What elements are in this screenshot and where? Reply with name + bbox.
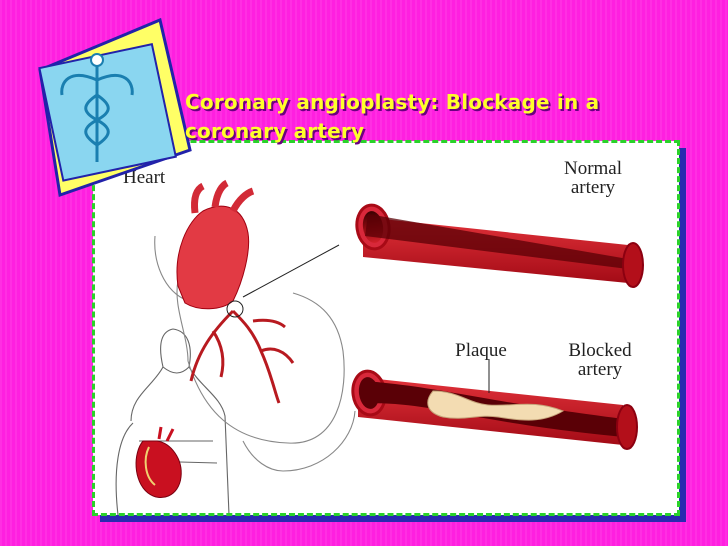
title-line-2: coronary artery — [185, 119, 365, 143]
heart-outline — [154, 235, 356, 472]
plaque-deposit — [427, 390, 565, 421]
callout-circle — [226, 300, 244, 318]
plaque-label: Plaque — [455, 340, 507, 361]
blocked-label-line1: Blocked — [568, 340, 632, 361]
page-title: Coronary angioplasty: Blockage in a coro… — [185, 88, 599, 146]
small-heart — [135, 426, 182, 498]
illustration-frame: Heart Normal artery Plaque Blocked arter… — [92, 140, 680, 516]
normal-artery — [355, 203, 644, 288]
normal-label-line1: Normal — [563, 158, 623, 179]
coronary-vessels — [189, 309, 295, 404]
caduceus-icon — [38, 17, 192, 198]
blocked-label-line2: artery — [577, 359, 623, 380]
normal-label-line2: artery — [570, 177, 616, 198]
artery-illustration — [115, 179, 644, 516]
normal-artery-label: Normal artery — [553, 159, 633, 197]
blocked-artery — [351, 369, 638, 450]
heart-label: Heart — [123, 167, 166, 188]
aorta — [176, 179, 255, 310]
callout-line — [242, 244, 340, 298]
blocked-artery-label: Blocked artery — [555, 341, 645, 379]
title-line-1: Coronary angioplasty: Blockage in a — [185, 90, 600, 114]
